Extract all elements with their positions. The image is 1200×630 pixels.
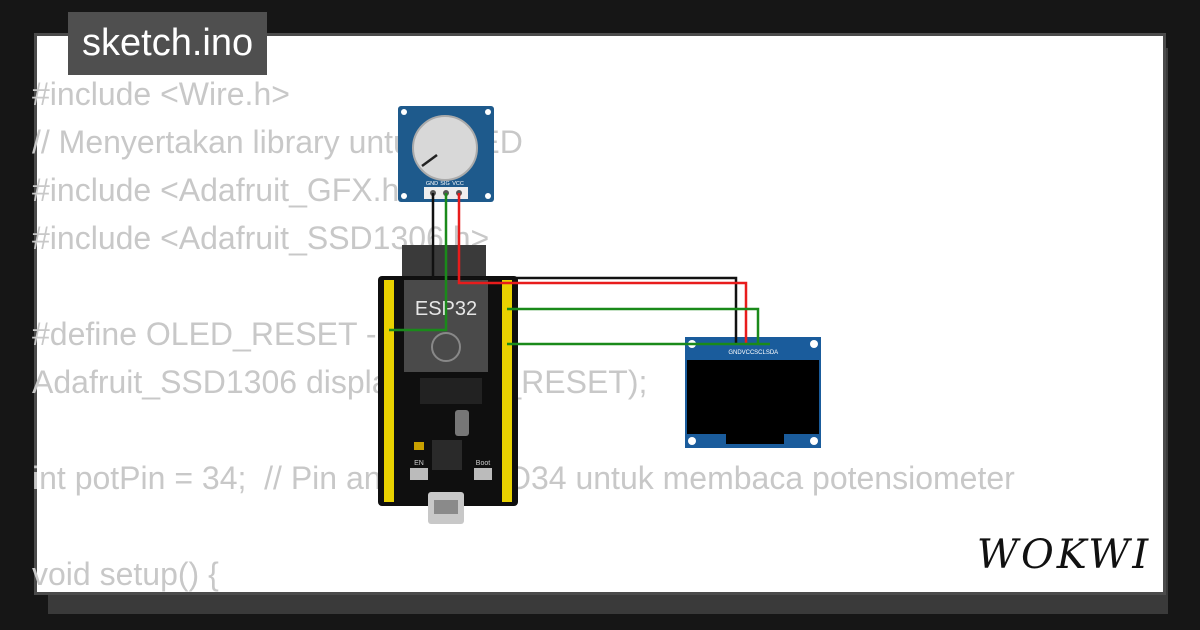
- wire-gnd: [431, 193, 738, 345]
- potentiometer[interactable]: GND SIG VCC: [398, 106, 494, 202]
- pot-pin-label: GND: [426, 181, 438, 187]
- esp32-antenna: [402, 245, 486, 281]
- oled-pin-label: GND: [728, 350, 742, 356]
- usb-opening: [434, 500, 458, 514]
- oled-pin-label: SCL: [754, 350, 766, 356]
- mount-hole: [401, 109, 407, 115]
- mount-hole: [485, 193, 491, 199]
- chip-area: [420, 378, 482, 404]
- pot-pin-label: SIG: [440, 181, 449, 187]
- led: [414, 442, 424, 450]
- boot-button[interactable]: [474, 468, 492, 480]
- code-line: #include <Adafruit_GFX.h>: [32, 172, 419, 208]
- en-label: EN: [414, 460, 424, 467]
- right-pin-strip: [502, 280, 512, 502]
- oled-screen: [687, 360, 819, 434]
- knob-indicator: [421, 153, 438, 168]
- wire-signal: [389, 193, 448, 332]
- mount-hole: [485, 109, 491, 115]
- mount-hole: [810, 340, 818, 348]
- esp32-board[interactable]: ESP32 EN Boot: [378, 245, 518, 524]
- wokwi-logo: WOKWI: [978, 532, 1150, 578]
- oled-pin-label: SDA: [766, 350, 778, 356]
- oled-display[interactable]: GND VCC SCL SDA: [685, 337, 821, 448]
- code-line: #include <Wire.h>: [32, 76, 290, 112]
- code-line: void setup() {: [32, 556, 219, 592]
- potentiometer-knob[interactable]: [412, 115, 478, 181]
- en-button[interactable]: [410, 468, 428, 480]
- wires: [389, 193, 770, 346]
- file-tab[interactable]: sketch.ino: [68, 12, 268, 75]
- wokwi-logo-text: WOKWI: [978, 532, 1150, 578]
- boot-label: Boot: [476, 460, 490, 467]
- wire-scl: [507, 307, 760, 345]
- oled-pin-label: VCC: [742, 350, 755, 356]
- left-pin-strip: [384, 280, 394, 502]
- code-card: [34, 33, 1166, 595]
- pot-pin-label: VCC: [452, 181, 464, 187]
- usb-chip: [432, 440, 462, 470]
- mount-hole: [401, 193, 407, 199]
- mount-hole: [688, 437, 696, 445]
- flex-cable: [726, 432, 784, 444]
- mount-hole: [810, 437, 818, 445]
- wire-vcc: [457, 193, 748, 345]
- capacitor: [455, 410, 469, 436]
- espressif-logo: [431, 332, 461, 362]
